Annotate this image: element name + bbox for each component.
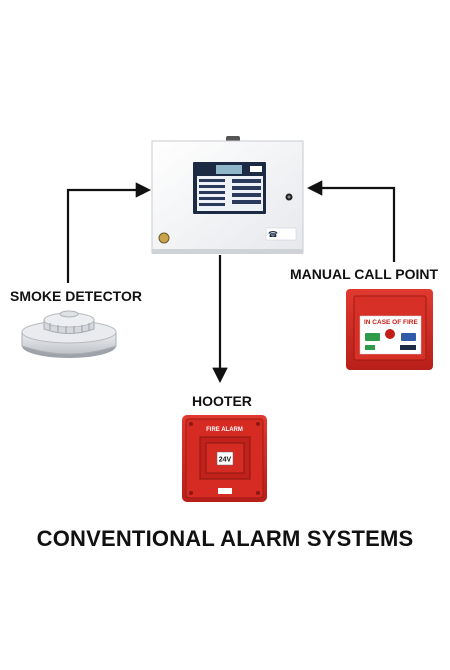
svg-text:☎: ☎	[268, 230, 278, 239]
smoke-detector	[21, 310, 117, 358]
arrow-callpoint-to-panel	[306, 180, 396, 262]
arrow-smoke-to-panel	[66, 182, 152, 283]
call-point-label: IN CASE OF FIRE	[364, 319, 418, 326]
page-title: CONVENTIONAL ALARM SYSTEMS	[36, 526, 414, 551]
smoke-detector-label: SMOKE DETECTOR	[10, 288, 142, 304]
hooter: FIRE ALARM 24V	[182, 415, 267, 502]
manual-call-point: IN CASE OF FIRE	[346, 289, 433, 370]
hooter-voltage: 24V	[219, 457, 232, 464]
control-panel: ☎	[151, 136, 304, 254]
hooter-title-label: HOOTER	[192, 393, 252, 409]
manual-call-point-label: MANUAL CALL POINT	[290, 266, 439, 282]
hooter-label: FIRE ALARM	[206, 427, 243, 433]
